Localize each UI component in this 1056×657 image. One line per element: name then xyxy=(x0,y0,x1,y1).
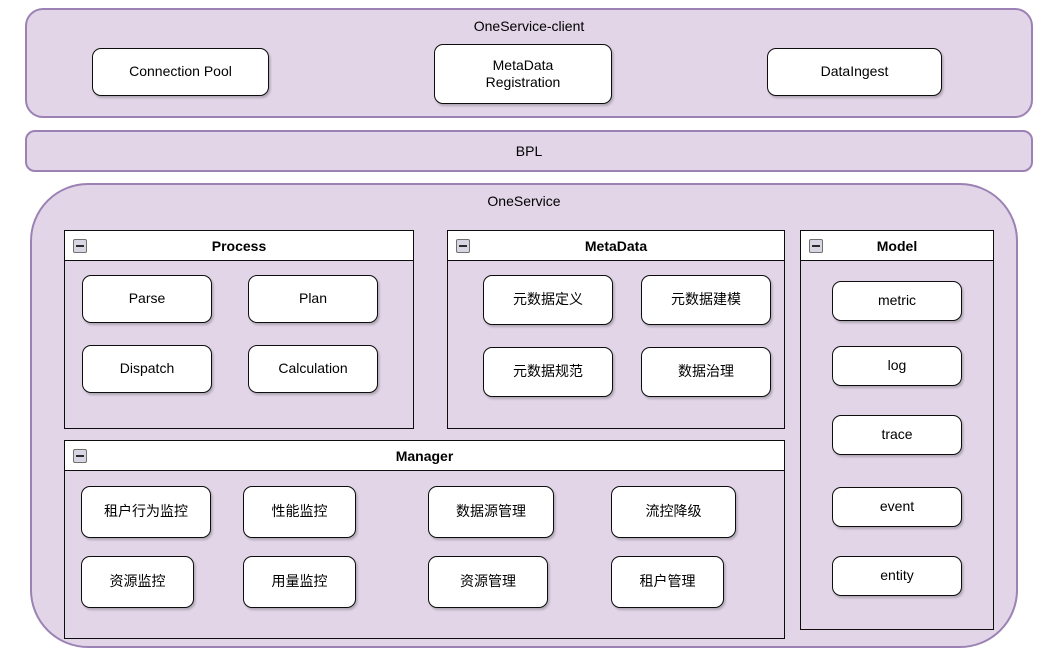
bpl-bar: BPL xyxy=(25,130,1033,172)
metric-label: metric xyxy=(877,292,917,309)
metadata-registration-label: MetaData Registration xyxy=(485,56,561,91)
metadata-definition-box: 元数据定义 xyxy=(483,275,613,325)
log-label: log xyxy=(887,357,907,374)
manager-panel: Manager 租户行为监控 性能监控 数据源管理 流控降级 资源监控 用量监控… xyxy=(64,440,785,639)
performance-monitor-label: 性能监控 xyxy=(271,503,328,520)
tenant-behavior-monitor-box: 租户行为监控 xyxy=(81,486,211,538)
manager-panel-header: Manager xyxy=(65,441,784,471)
usage-monitor-box: 用量监控 xyxy=(243,556,356,608)
metadata-modeling-label: 元数据建模 xyxy=(671,291,741,308)
metadata-spec-label: 元数据规范 xyxy=(513,363,583,380)
event-box: event xyxy=(832,487,962,527)
manager-panel-title: Manager xyxy=(395,447,454,464)
data-governance-box: 数据治理 xyxy=(641,347,771,397)
resource-management-box: 资源管理 xyxy=(428,556,548,608)
resource-monitor-box: 资源监控 xyxy=(81,556,194,608)
entity-box: entity xyxy=(832,556,962,596)
dispatch-box: Dispatch xyxy=(82,345,212,393)
parse-box: Parse xyxy=(82,275,212,323)
collapse-minus-icon[interactable] xyxy=(456,238,470,253)
parse-label: Parse xyxy=(128,290,166,307)
metadata-panel: MetaData 元数据定义 元数据建模 元数据规范 数据治理 xyxy=(447,230,785,429)
process-panel-title: Process xyxy=(211,237,267,254)
flow-control-degrade-label: 流控降级 xyxy=(645,503,702,520)
oneservice-container: OneService Process Parse Plan Dispatch C… xyxy=(30,183,1018,648)
bpl-label: BPL xyxy=(515,143,543,159)
calculation-box: Calculation xyxy=(248,345,378,393)
oneservice-client-title: OneService-client xyxy=(473,18,585,34)
trace-label: trace xyxy=(881,426,913,443)
metadata-panel-title: MetaData xyxy=(584,237,648,254)
calculation-label: Calculation xyxy=(278,360,348,377)
trace-box: trace xyxy=(832,415,962,455)
metric-box: metric xyxy=(832,281,962,321)
process-panel: Process Parse Plan Dispatch Calculation xyxy=(64,230,414,429)
log-box: log xyxy=(832,346,962,386)
dataingest-box: DataIngest xyxy=(767,48,942,96)
resource-monitor-label: 资源监控 xyxy=(109,573,166,590)
metadata-registration-box: MetaData Registration xyxy=(434,44,612,104)
plan-box: Plan xyxy=(248,275,378,323)
datasource-management-label: 数据源管理 xyxy=(456,503,526,520)
metadata-modeling-box: 元数据建模 xyxy=(641,275,771,325)
event-label: event xyxy=(879,498,915,515)
collapse-minus-icon[interactable] xyxy=(73,238,87,253)
datasource-management-box: 数据源管理 xyxy=(428,486,554,538)
collapse-minus-icon[interactable] xyxy=(809,238,823,253)
tenant-management-box: 租户管理 xyxy=(611,556,724,608)
oneservice-client-container: OneService-client Connection Pool MetaDa… xyxy=(25,8,1033,118)
dispatch-label: Dispatch xyxy=(119,360,175,377)
metadata-definition-label: 元数据定义 xyxy=(513,291,583,308)
connection-pool-label: Connection Pool xyxy=(129,63,232,80)
plan-label: Plan xyxy=(298,290,328,307)
model-panel-title: Model xyxy=(876,237,918,254)
tenant-management-label: 租户管理 xyxy=(639,573,696,590)
oneservice-title: OneService xyxy=(487,193,561,209)
metadata-spec-box: 元数据规范 xyxy=(483,347,613,397)
tenant-behavior-monitor-label: 租户行为监控 xyxy=(104,503,188,520)
process-panel-header: Process xyxy=(65,231,413,261)
metadata-panel-header: MetaData xyxy=(448,231,784,261)
dataingest-label: DataIngest xyxy=(820,63,889,80)
connection-pool-box: Connection Pool xyxy=(92,48,269,96)
usage-monitor-label: 用量监控 xyxy=(271,573,328,590)
data-governance-label: 数据治理 xyxy=(678,363,734,380)
model-panel-header: Model xyxy=(801,231,993,261)
entity-label: entity xyxy=(880,567,914,584)
resource-management-label: 资源管理 xyxy=(460,573,516,590)
collapse-minus-icon[interactable] xyxy=(73,448,87,463)
model-panel: Model metric log trace event entity xyxy=(800,230,994,630)
flow-control-degrade-box: 流控降级 xyxy=(611,486,736,538)
performance-monitor-box: 性能监控 xyxy=(243,486,356,538)
